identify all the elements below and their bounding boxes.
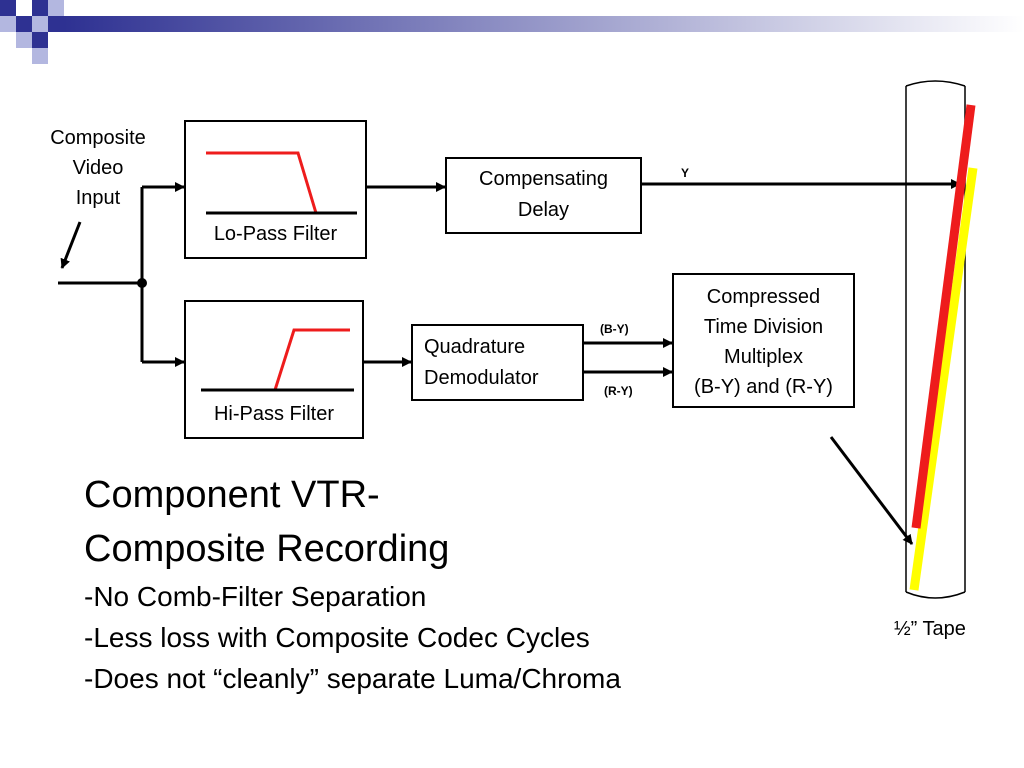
input-label-line: Composite xyxy=(50,127,146,149)
slide-title-line: Composite Recording xyxy=(84,528,450,570)
tape-track-yellow xyxy=(909,167,978,591)
bullet-item: -Does not “cleanly” separate Luma/Chroma xyxy=(84,663,621,694)
signal-arrows xyxy=(363,179,961,377)
signal-ry-label: (R-Y) xyxy=(604,384,633,398)
delay-label: Compensating Delay xyxy=(446,164,641,226)
input-label: Composite Video Input xyxy=(28,123,168,213)
demod-box xyxy=(411,324,584,401)
input-wiring xyxy=(58,182,185,367)
tape-pointer-arrow xyxy=(829,436,914,545)
corner-decoration xyxy=(0,0,64,64)
hipass-label: Hi-Pass Filter xyxy=(213,403,334,425)
ctdm-label-line: Time Division xyxy=(703,316,824,338)
tape-track-red xyxy=(911,104,976,529)
delay-box xyxy=(445,157,642,234)
hipass-filter-box xyxy=(184,300,364,439)
header-bar xyxy=(64,16,1024,32)
title-block: Component VTR- Composite Recording -No C… xyxy=(84,468,621,699)
tape-label: ½” Tape xyxy=(894,618,966,640)
ctdm-label-line: Multiplex xyxy=(724,346,803,368)
lowpass-filter-box xyxy=(184,120,367,259)
delay-label-line: Delay xyxy=(517,199,570,221)
slide-title-line: Component VTR- xyxy=(84,474,380,516)
lowpass-response-curve xyxy=(206,151,318,214)
bullet-item: -Less loss with Composite Codec Cycles xyxy=(84,622,590,653)
ctdm-label-line: (B-Y) and (R-Y) xyxy=(694,376,833,398)
ctdm-box xyxy=(672,273,855,408)
delay-label-line: Compensating xyxy=(479,168,608,190)
input-label-line: Video xyxy=(72,157,124,179)
junction-dot xyxy=(137,278,147,288)
ctdm-label: Compressed Time Division Multiplex (B-Y)… xyxy=(673,282,854,402)
signal-by-label: (B-Y) xyxy=(600,322,629,336)
demod-label: Quadrature Demodulator xyxy=(424,332,583,394)
signal-y-label: Y xyxy=(681,166,690,180)
input-label-line: Input xyxy=(75,187,121,209)
input-pointer-arrow xyxy=(60,221,82,269)
demod-label-line: Quadrature xyxy=(424,336,526,358)
demod-label-line: Demodulator xyxy=(424,367,539,389)
bullet-item: -No Comb-Filter Separation xyxy=(84,581,427,612)
hipass-response-curve xyxy=(273,328,350,391)
lowpass-label: Lo-Pass Filter xyxy=(213,223,338,245)
ctdm-label-line: Compressed xyxy=(706,286,821,308)
